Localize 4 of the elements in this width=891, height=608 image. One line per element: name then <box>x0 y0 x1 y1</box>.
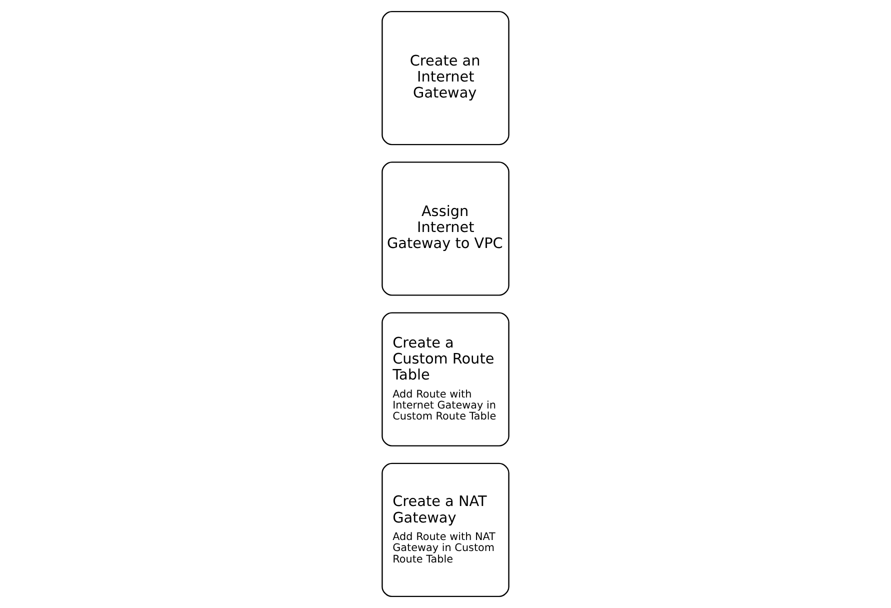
node-box: Create a Custom Route Table Add Route with Internet Gateway in Custom Route Table <box>382 312 510 446</box>
node-box: Assign Internet Gateway to VPC <box>382 162 510 296</box>
node-box: Create a NAT Gateway Add Route with NAT Gateway in Custom Route Table <box>382 462 510 598</box>
node-box: Create an Internet Gateway <box>382 10 510 146</box>
